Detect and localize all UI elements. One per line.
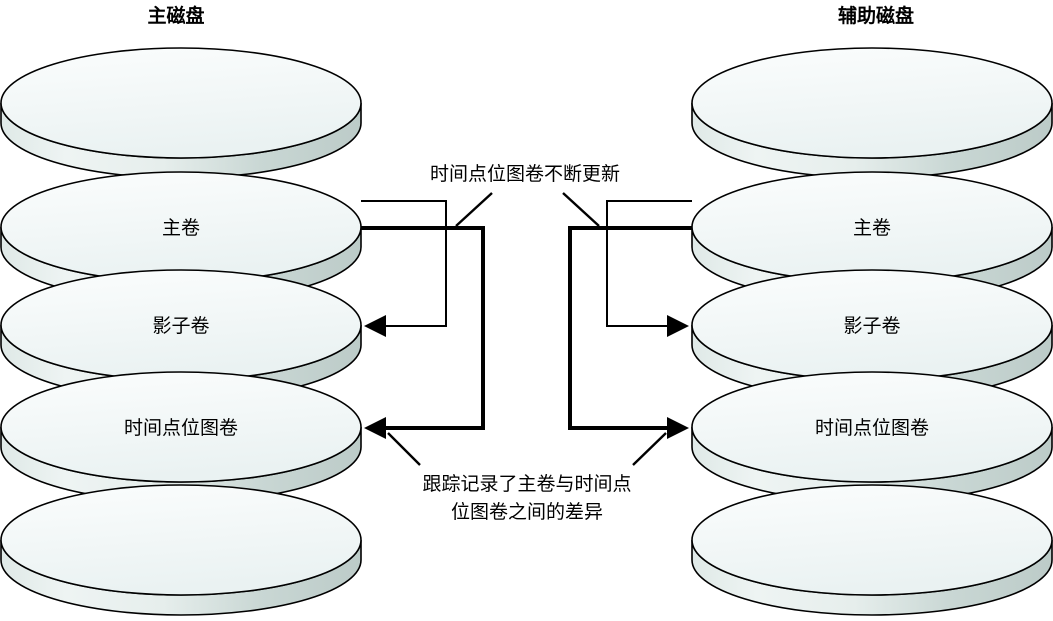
disk-label-auxiliary-volume: 主卷 bbox=[853, 217, 891, 239]
annotation-line: 位图卷之间的差异 bbox=[451, 501, 603, 523]
annotation-line: 跟踪记录了主卷与时间点 bbox=[422, 473, 631, 495]
leader-bottom-left bbox=[387, 432, 421, 466]
leader-bottom-right bbox=[632, 432, 667, 466]
disk-label-auxiliary-pit-volume: 时间点位图卷 bbox=[815, 417, 929, 439]
leader-top-left bbox=[455, 192, 493, 227]
disk-auxiliary-platter-bottom[interactable] bbox=[691, 484, 1053, 616]
stack-titles-layer: 主磁盘 辅助磁盘 bbox=[147, 4, 914, 27]
disk-primary-platter-top[interactable] bbox=[0, 47, 362, 179]
leader-lines-layer bbox=[387, 192, 667, 466]
disk-top-surface bbox=[0, 484, 362, 596]
connector-path bbox=[361, 200, 447, 327]
disk-primary-pit-volume[interactable]: 时间点位图卷 bbox=[0, 371, 362, 503]
disk-label-primary-volume: 主卷 bbox=[162, 217, 200, 239]
disk-label-auxiliary-shadow-volume: 影子卷 bbox=[843, 315, 900, 337]
disk-auxiliary-platter-top[interactable] bbox=[691, 47, 1053, 179]
connector-auxiliary-volume-to-pit-volume bbox=[568, 226, 692, 439]
connector-path bbox=[606, 200, 692, 327]
disk-top-surface bbox=[691, 371, 1053, 483]
disk-label-primary-pit-volume: 时间点位图卷 bbox=[124, 417, 238, 439]
disk-top-surface bbox=[0, 371, 362, 483]
connectors-layer bbox=[361, 200, 692, 439]
connector-path bbox=[361, 226, 485, 430]
disk-label-primary-shadow-volume: 影子卷 bbox=[152, 315, 209, 337]
connector-path bbox=[568, 226, 692, 430]
connector-arrowhead bbox=[667, 315, 689, 337]
connector-arrowhead bbox=[667, 417, 689, 439]
annotation-pit-update-note: 时间点位图卷不断更新 bbox=[430, 163, 620, 185]
connector-primary-volume-to-pit-volume bbox=[361, 226, 485, 439]
disk-top-surface bbox=[0, 47, 362, 159]
connector-auxiliary-volume-to-shadow-volume bbox=[606, 200, 692, 337]
leader-top-right bbox=[562, 192, 600, 227]
stack-title-auxiliary-disk: 辅助磁盘 bbox=[838, 4, 914, 27]
annotation-line: 时间点位图卷不断更新 bbox=[430, 163, 620, 185]
connector-primary-volume-to-shadow-volume bbox=[361, 200, 447, 337]
disk-auxiliary-pit-volume[interactable]: 时间点位图卷 bbox=[691, 371, 1053, 503]
connector-arrowhead bbox=[364, 315, 386, 337]
disk-primary-platter-bottom[interactable] bbox=[0, 484, 362, 616]
disk-top-surface bbox=[691, 484, 1053, 596]
connector-arrowhead bbox=[364, 417, 386, 439]
stack-title-primary-disk: 主磁盘 bbox=[147, 4, 204, 27]
disk-top-surface bbox=[691, 47, 1053, 159]
